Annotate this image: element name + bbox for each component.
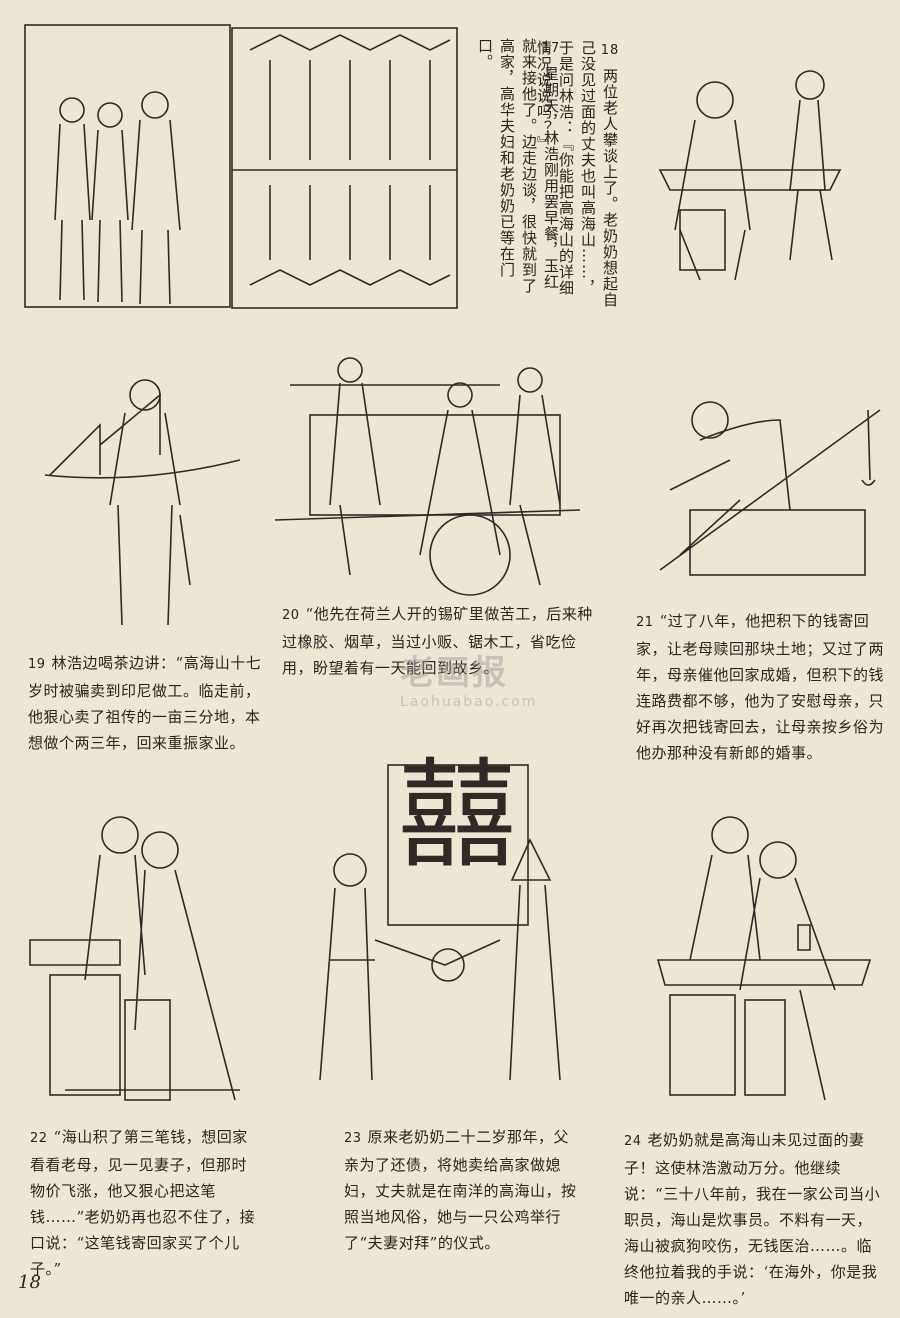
panel-22-number: 22 [30, 1131, 48, 1146]
panel-20-number: 20 [282, 608, 300, 623]
panel-23-text: 原来老奶奶二十二岁那年，父亲为了还债，将她卖给高家做媳妇，丈夫就是在南洋的高海山… [344, 1128, 577, 1252]
panel-18-illustration [640, 60, 865, 285]
panel-24-illustration [650, 810, 885, 1105]
page-number: 18 [18, 1272, 41, 1293]
panel-21-caption: 21“过了八年，他把积下的钱寄回家，让老母赎回那块土地；又过了两年，母亲催他回家… [636, 608, 886, 766]
panel-21-number: 21 [636, 615, 654, 630]
panel-22-text: “海山积了第三笔钱，想回家看看老母，见一见妻子，但那时物价飞涨，他又狠心把这笔钱… [30, 1128, 256, 1278]
panel-17-number: 17 [541, 41, 561, 56]
panel-18-caption: 18 两位老人攀谈上了。老奶奶想起自己没见过面的丈夫也叫高海山……，于是问林浩：… [535, 40, 621, 310]
panel-21-text: “过了八年，他把积下的钱寄回家，让老母赎回那块土地；又过了两年，母亲催他回家成婚… [636, 612, 885, 762]
panel-18-text: 两位老人攀谈上了。老奶奶想起自己没见过面的丈夫也叫高海山……，于是问林浩：『你能… [535, 40, 619, 308]
watermark-sub: Laohuabao.com [400, 694, 538, 710]
panel-20-illustration [270, 355, 590, 600]
panel-19-text: 林浩边喝茶边讲：“高海山十七岁时被骗卖到印尼做工。临走前，他狠心卖了祖传的一亩三… [28, 654, 262, 752]
watermark: 老画报 Laohuabao.com [400, 645, 537, 710]
panel-23-illustration [300, 760, 590, 1090]
double-happiness-character: 囍 [398, 746, 517, 884]
panel-20-caption: 20“他先在荷兰人开的锡矿里做苦工，后来种过橡胶、烟草，当过小贩、锯木工，省吃俭… [282, 601, 602, 681]
panel-24-text: 老奶奶就是高海山未见过面的妻子！这使林浩激动万分。他继续说：“三十八年前，我在一… [624, 1131, 881, 1307]
panel-19-number: 19 [28, 657, 46, 672]
panel-17-caption: 17 星期天，林浩刚用罢早餐，玉红就来接他了。边走边谈，很快就到了高家，高华夫妇… [452, 38, 562, 298]
panel-24-number: 24 [624, 1134, 642, 1149]
panel-19-illustration [40, 355, 250, 635]
panel-17-illustration [20, 20, 470, 312]
panel-23-number: 23 [344, 1131, 362, 1146]
panel-20-text: “他先在荷兰人开的锡矿里做苦工，后来种过橡胶、烟草，当过小贩、锯木工，省吃俭用，… [282, 605, 593, 677]
panel-18-number: 18 [600, 43, 620, 58]
panel-22-illustration [25, 800, 255, 1105]
watermark-main: 老画报 [400, 653, 508, 693]
panel-22-caption: 22“海山积了第三笔钱，想回家看看老母，见一见妻子，但那时物价飞涨，他又狠心把这… [30, 1124, 262, 1282]
panel-21-illustration [640, 380, 885, 580]
panel-17-text: 星期天，林浩刚用罢早餐，玉红就来接他了。边走边谈，很快就到了高家，高华夫妇和老奶… [476, 38, 560, 294]
